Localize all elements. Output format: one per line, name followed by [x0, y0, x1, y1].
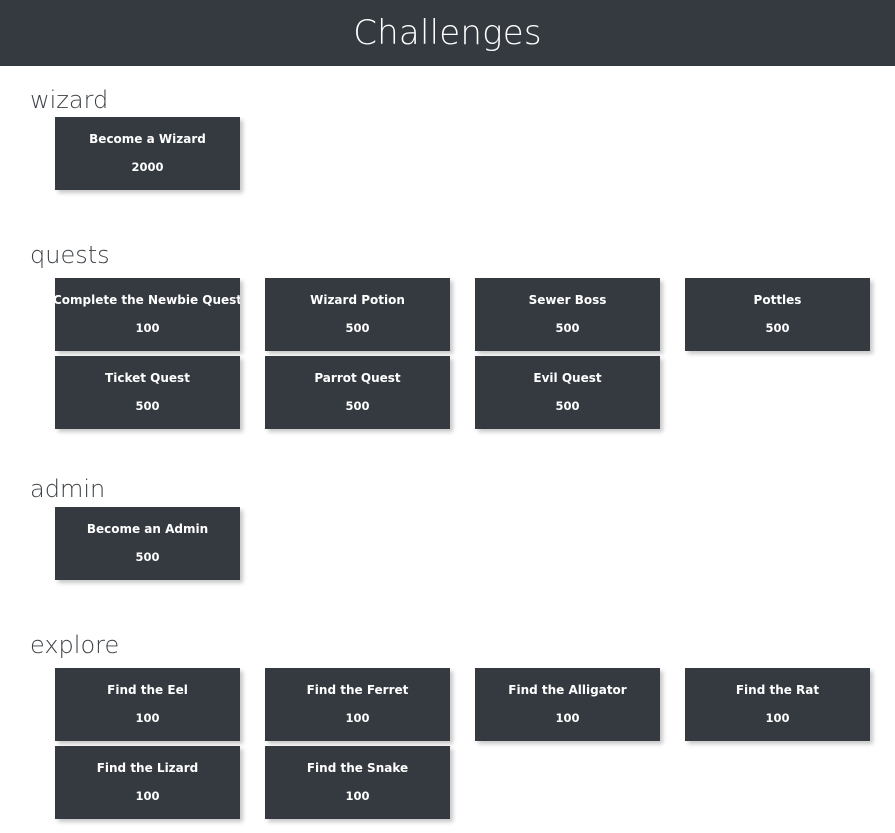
challenge-card-value: 500 [135, 399, 160, 414]
challenge-card-value: 100 [345, 711, 370, 726]
challenge-card[interactable]: Evil Quest 500 [475, 356, 660, 429]
challenge-card[interactable]: Pottles 500 [685, 278, 870, 351]
challenge-card-value: 500 [555, 399, 580, 414]
challenge-card-title: Parrot Quest [314, 371, 401, 386]
challenge-card-title: Find the Ferret [306, 683, 409, 698]
challenge-card-value: 100 [555, 711, 580, 726]
challenge-card-value: 100 [345, 789, 370, 804]
challenge-card-value: 500 [765, 321, 790, 336]
challenge-card[interactable]: Find the Ferret 100 [265, 668, 450, 741]
challenge-card[interactable]: Complete the Newbie Quest 100 [55, 278, 240, 351]
challenge-card-value: 100 [135, 711, 160, 726]
challenge-card-title: Find the Lizard [96, 761, 199, 776]
challenge-card[interactable]: Ticket Quest 500 [55, 356, 240, 429]
challenge-card-title: Become a Wizard [89, 132, 206, 147]
challenge-card[interactable]: Find the Lizard 100 [55, 746, 240, 819]
challenge-card-value: 2000 [131, 160, 164, 175]
challenge-card-title: Find the Rat [735, 683, 820, 698]
challenge-card[interactable]: Parrot Quest 500 [265, 356, 450, 429]
section-title-quests: quests [30, 241, 110, 269]
challenge-card-value: 500 [345, 399, 370, 414]
challenge-card-title: Complete the Newbie Quest [55, 293, 240, 308]
page-header: Challenges [0, 0, 895, 66]
challenge-card-value: 500 [555, 321, 580, 336]
challenge-card-value: 100 [135, 321, 160, 336]
section-title-explore: explore [30, 631, 120, 659]
challenge-card-value: 500 [345, 321, 370, 336]
challenge-card-title: Wizard Potion [310, 293, 405, 308]
challenge-card-title: Sewer Boss [528, 293, 607, 308]
challenge-card-value: 100 [135, 789, 160, 804]
challenge-card-title: Pottles [753, 293, 802, 308]
challenge-card[interactable]: Become a Wizard 2000 [55, 117, 240, 190]
challenge-card[interactable]: Find the Alligator 100 [475, 668, 660, 741]
section-title-wizard: wizard [30, 86, 109, 114]
challenge-card-title: Become an Admin [86, 522, 209, 537]
challenge-card-value: 100 [765, 711, 790, 726]
challenge-card-title: Evil Quest [533, 371, 602, 386]
page-title: Challenges [353, 13, 542, 53]
challenge-card[interactable]: Wizard Potion 500 [265, 278, 450, 351]
challenge-card-title: Find the Alligator [508, 683, 627, 698]
challenge-card-title: Find the Eel [107, 683, 188, 698]
challenge-card[interactable]: Become an Admin 500 [55, 507, 240, 580]
challenge-card-value: 500 [135, 550, 160, 565]
challenge-card[interactable]: Find the Eel 100 [55, 668, 240, 741]
section-title-admin: admin [30, 475, 106, 503]
challenge-card-title: Ticket Quest [105, 371, 190, 386]
challenge-card[interactable]: Find the Snake 100 [265, 746, 450, 819]
challenge-card-title: Find the Snake [306, 761, 409, 776]
challenge-card[interactable]: Sewer Boss 500 [475, 278, 660, 351]
challenge-card[interactable]: Find the Rat 100 [685, 668, 870, 741]
